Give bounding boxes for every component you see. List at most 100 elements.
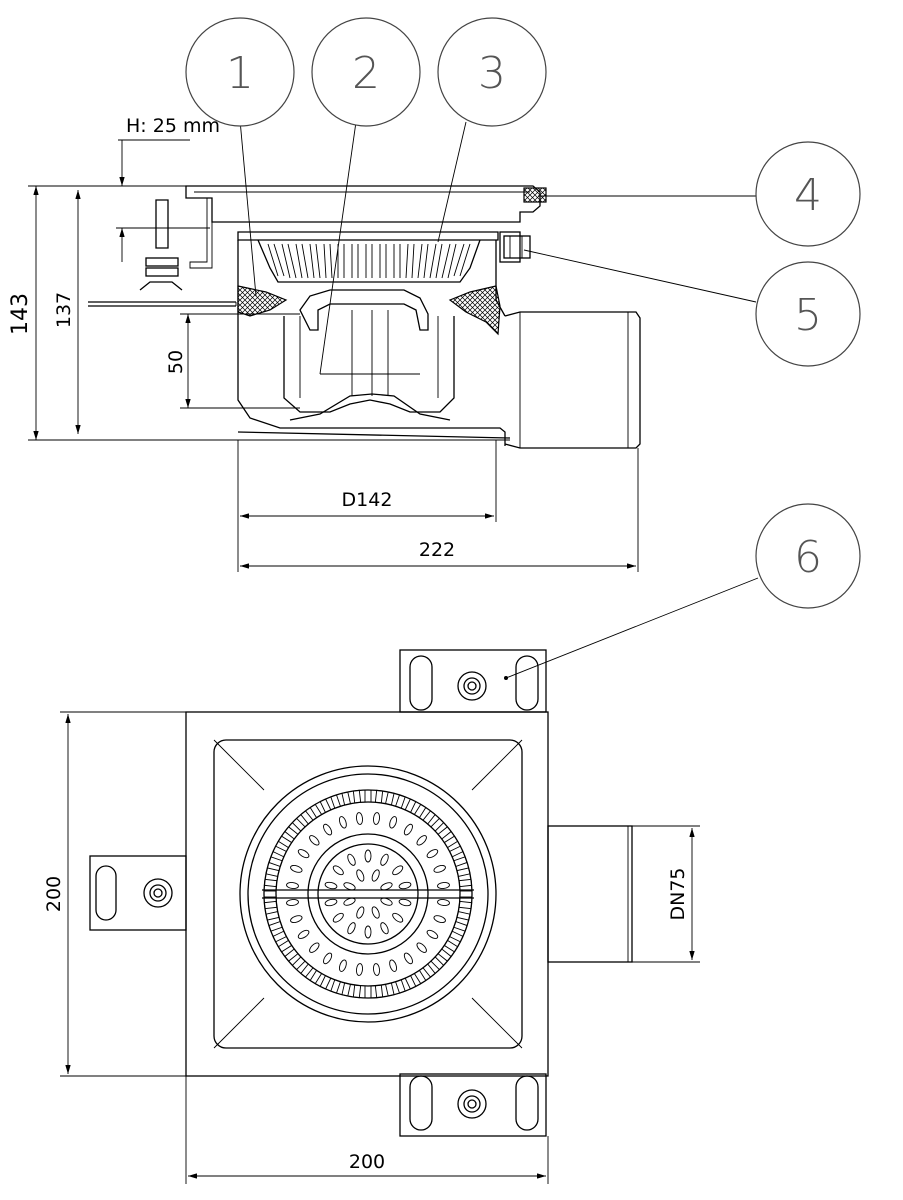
grate-slot xyxy=(395,794,406,809)
grate-slot xyxy=(300,963,314,978)
grate-slot xyxy=(341,982,352,997)
grate-hole xyxy=(433,915,446,924)
grate-hole xyxy=(286,881,299,890)
grate-hole xyxy=(332,865,344,876)
grate-slot xyxy=(443,939,459,953)
grate-slot xyxy=(277,939,293,953)
grate-hole xyxy=(323,823,333,836)
grate-slot xyxy=(309,803,323,819)
grate-hole xyxy=(355,963,364,976)
grate-hole xyxy=(286,898,299,907)
grate-hole xyxy=(392,865,404,876)
grate-hole xyxy=(433,864,446,873)
grate-hole xyxy=(380,922,389,935)
grate-slot xyxy=(291,956,306,971)
callouts: 1 2 3 4 5 6 xyxy=(185,17,861,679)
grate-slot xyxy=(374,789,384,804)
grate-slot xyxy=(341,791,352,806)
callout-5: 2 xyxy=(311,17,421,127)
grate-slot xyxy=(443,835,459,849)
dim-overall-length: 222 xyxy=(419,539,455,561)
grate-slot xyxy=(265,910,280,921)
grate-slot xyxy=(272,930,288,943)
dim-body-diameter: D142 xyxy=(342,489,393,511)
grate-hole xyxy=(389,959,398,972)
grate-hole xyxy=(338,959,347,972)
grate-hole xyxy=(309,835,320,846)
svg-text:2: 2 xyxy=(352,48,380,99)
grate-slot xyxy=(352,984,362,999)
top-dimensions: 200 200 DN75 xyxy=(43,711,700,1184)
grate-hole xyxy=(297,849,310,859)
grate-slot xyxy=(330,979,341,994)
grate-slot xyxy=(384,791,395,806)
grate-slot xyxy=(448,930,464,943)
svg-text:5: 5 xyxy=(794,290,822,341)
dim-trap-depth: 50 xyxy=(165,350,187,374)
svg-text:4: 4 xyxy=(794,170,822,221)
grate-hole xyxy=(403,823,413,836)
grate-slot xyxy=(374,984,384,999)
grate-hole xyxy=(426,849,439,859)
grate-slot xyxy=(413,969,427,985)
side-dimensions: 143 137 H: 25 mm 50 D142 222 xyxy=(8,115,639,572)
grate-hole xyxy=(437,898,450,907)
grate-slot xyxy=(319,974,332,990)
grate-hole xyxy=(416,835,427,846)
grate-hole xyxy=(364,849,372,863)
grate-hole xyxy=(343,897,356,906)
grate-hole xyxy=(309,942,320,953)
grate-hole xyxy=(290,915,303,924)
dim-height-total: 143 xyxy=(8,293,33,335)
grate-hole xyxy=(324,898,338,907)
grate-slot xyxy=(422,963,436,978)
grate-slot xyxy=(459,890,473,898)
grate-slot xyxy=(277,835,293,849)
grate-slots xyxy=(267,243,471,279)
grate-slot xyxy=(458,900,473,910)
callout-2: 5 xyxy=(755,261,861,367)
grate-hole xyxy=(355,812,364,825)
grate-hole xyxy=(392,912,404,923)
callout-1: 4 xyxy=(755,141,861,247)
svg-text:6: 6 xyxy=(794,532,822,583)
grate-slot xyxy=(413,803,427,819)
grate-slot xyxy=(291,817,306,832)
grate-slot xyxy=(319,798,332,814)
callout-4: 1 xyxy=(185,17,295,127)
grate-slot xyxy=(330,794,341,809)
grate-hole xyxy=(380,897,393,906)
grate-hole xyxy=(372,812,381,825)
grate-slot xyxy=(268,921,283,932)
grate-slot xyxy=(352,789,362,804)
grate-hole xyxy=(347,853,356,866)
top-view xyxy=(89,649,633,1137)
grate-slot xyxy=(268,856,283,867)
grate-slot xyxy=(263,890,277,898)
grate-hole xyxy=(371,869,380,882)
svg-text:1: 1 xyxy=(226,48,254,99)
grate-hole xyxy=(338,816,347,829)
grate-slot xyxy=(263,878,278,888)
grate-hole xyxy=(356,869,365,882)
grate-slot xyxy=(263,900,278,910)
grate-hole xyxy=(380,853,389,866)
grate-hole xyxy=(324,881,338,890)
grate-slot xyxy=(437,826,452,840)
grate-slot xyxy=(456,867,471,878)
grate-hole xyxy=(356,906,365,919)
grate-slot xyxy=(437,948,452,962)
grate-hole xyxy=(332,912,344,923)
grate-hole xyxy=(416,942,427,953)
grate-hole xyxy=(389,816,398,829)
dim-top-width: 200 xyxy=(349,1151,385,1173)
grate-slot xyxy=(309,969,323,985)
dim-height-inner: 137 xyxy=(53,292,75,328)
grate-hole-ring xyxy=(286,812,450,976)
grate-slot xyxy=(364,789,372,803)
grate-hole xyxy=(347,922,356,935)
grate-slot xyxy=(300,810,314,825)
grate-slot xyxy=(422,810,436,825)
dim-outlet: DN75 xyxy=(667,867,689,920)
